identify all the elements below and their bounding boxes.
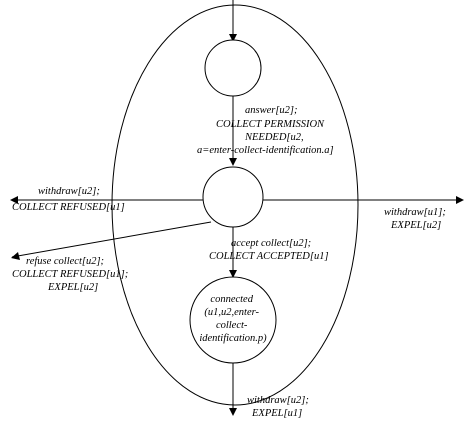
label-withdraw-bottom: withdraw[u2]; EXPEL[u1] xyxy=(247,395,311,419)
arrowhead-state2 xyxy=(229,158,237,166)
label-line: withdraw[u2]; xyxy=(38,186,100,197)
label-line: (u1,u2,enter- xyxy=(204,307,259,318)
label-accept-collect: accept collect[u2]; COLLECT ACCEPTED[u1] xyxy=(209,238,329,262)
arrowhead-withdraw-bottom xyxy=(229,408,237,416)
label-line: identification.p) xyxy=(199,333,267,344)
label-line: EXPEL[u1] xyxy=(251,408,302,419)
label-line: EXPEL[u2] xyxy=(47,282,98,293)
label-line: refuse collect[u2]; xyxy=(26,256,104,267)
label-line: withdraw[u1]; xyxy=(384,207,446,218)
arrowhead-withdraw-right xyxy=(456,196,464,204)
label-line: a=enter-collect-identification.a] xyxy=(197,145,334,156)
edge-refuse-collect xyxy=(11,221,212,258)
state-initial xyxy=(204,39,262,97)
label-line: accept collect[u2]; xyxy=(231,238,311,249)
label-line: connected xyxy=(210,294,253,305)
state-permission-needed xyxy=(202,166,264,228)
label-withdraw-right: withdraw[u1]; EXPEL[u2] xyxy=(384,207,448,231)
label-connected: connected (u1,u2,enter- collect- identif… xyxy=(199,294,267,344)
label-line: EXPEL[u2] xyxy=(390,220,441,231)
label-line: withdraw[u2]; xyxy=(247,395,309,406)
label-line: COLLECT REFUSED[u1] xyxy=(12,202,125,213)
label-line: collect- xyxy=(216,320,248,331)
label-withdraw-left: withdraw[u2]; COLLECT REFUSED[u1] xyxy=(12,186,125,213)
arrowhead-entry xyxy=(229,34,237,42)
label-refuse-collect: refuse collect[u2]; COLLECT REFUSED[u1];… xyxy=(12,256,131,293)
label-line: NEEDED[u2, xyxy=(244,132,304,143)
label-line: COLLECT REFUSED[u1]; xyxy=(12,269,128,280)
arrowhead-connected xyxy=(229,270,237,278)
label-line: COLLECT ACCEPTED[u1] xyxy=(209,251,329,262)
arrowhead-refuse-collect xyxy=(11,252,20,260)
label-line: answer[u2]; xyxy=(245,105,298,116)
label-line: COLLECT PERMISSION xyxy=(216,119,325,130)
state-connected xyxy=(189,276,277,364)
arrowhead-withdraw-left xyxy=(10,196,18,204)
label-answer: answer[u2]; COLLECT PERMISSION NEEDED[u2… xyxy=(197,105,334,156)
